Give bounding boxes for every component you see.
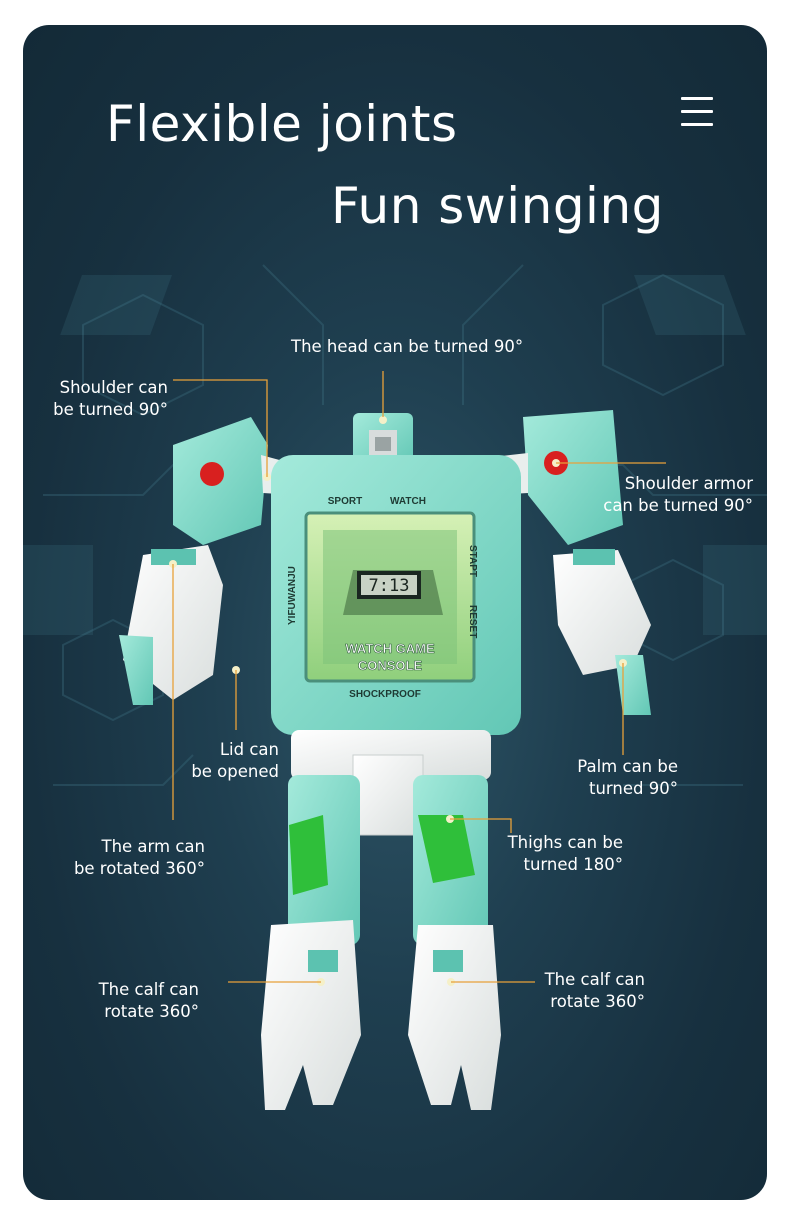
product-card: Flexible joints Fun swinging: [23, 25, 767, 1200]
label-calf-right-line1: The calf can: [544, 970, 645, 989]
watch-label-reset: RESET: [467, 605, 478, 638]
label-arm-line1: The arm can: [101, 837, 206, 856]
watch-screen-line1: WATCH GAME: [345, 641, 435, 656]
robot-watch-illustration: 7:13 WATCH GAME CONSOLE SPORT WATCH SHOC…: [119, 410, 651, 1110]
label-calf-left-line2: rotate 360°: [104, 1002, 199, 1021]
watch-label-shockproof: SHOCKPROOF: [349, 689, 421, 700]
watch-display-time: 7:13: [369, 576, 410, 596]
robot-right-arm: [493, 410, 651, 715]
label-arm: The arm can be rotated 360°: [63, 836, 205, 880]
watch-screen-line2: CONSOLE: [358, 658, 423, 673]
label-palm: Palm can be turned 90°: [553, 756, 678, 800]
label-lid-line1: Lid can: [219, 740, 279, 759]
robot-watch-body: 7:13 WATCH GAME CONSOLE SPORT WATCH SHOC…: [271, 455, 521, 735]
label-head: The head can be turned 90°: [291, 337, 524, 356]
watch-label-watch: WATCH: [390, 496, 426, 507]
label-shoulder-line1: Shoulder can: [59, 378, 168, 397]
label-shoulder-armor: Shoulder armor can be turned 90°: [583, 473, 753, 517]
label-armor-line2: can be turned 90°: [603, 496, 753, 515]
robot-left-leg: [261, 775, 361, 1110]
label-arm-line2: be rotated 360°: [73, 859, 205, 878]
watch-label-brand: YIFUWANJU: [287, 566, 298, 625]
label-palm-line1: Palm can be: [577, 757, 678, 776]
label-calf-right: The calf can rotate 360°: [528, 969, 645, 1013]
menu-icon[interactable]: [681, 97, 713, 127]
watch-label-sport: SPORT: [328, 496, 362, 507]
robot-right-leg: [408, 775, 501, 1110]
label-thigh-line1: Thighs can be: [507, 833, 623, 852]
label-shoulder: Shoulder can be turned 90°: [43, 377, 168, 421]
label-calf-left-line1: The calf can: [98, 980, 199, 999]
title-line-2: Fun swinging: [331, 177, 664, 235]
label-calf-left: The calf can rotate 360°: [83, 979, 199, 1023]
label-calf-right-line2: rotate 360°: [550, 992, 645, 1011]
label-lid-line2: be opened: [191, 762, 279, 781]
label-palm-line2: turned 90°: [589, 779, 678, 798]
label-shoulder-line2: be turned 90°: [53, 400, 168, 419]
watch-label-start: STAPT: [467, 545, 478, 577]
label-armor-line1: Shoulder armor: [624, 474, 753, 493]
label-thigh-line2: turned 180°: [523, 855, 624, 874]
robot-hips: [291, 730, 491, 836]
label-thighs: Thighs can be turned 180°: [493, 832, 623, 876]
label-lid: Lid can be opened: [153, 739, 279, 783]
title-line-1: Flexible joints: [106, 95, 458, 153]
